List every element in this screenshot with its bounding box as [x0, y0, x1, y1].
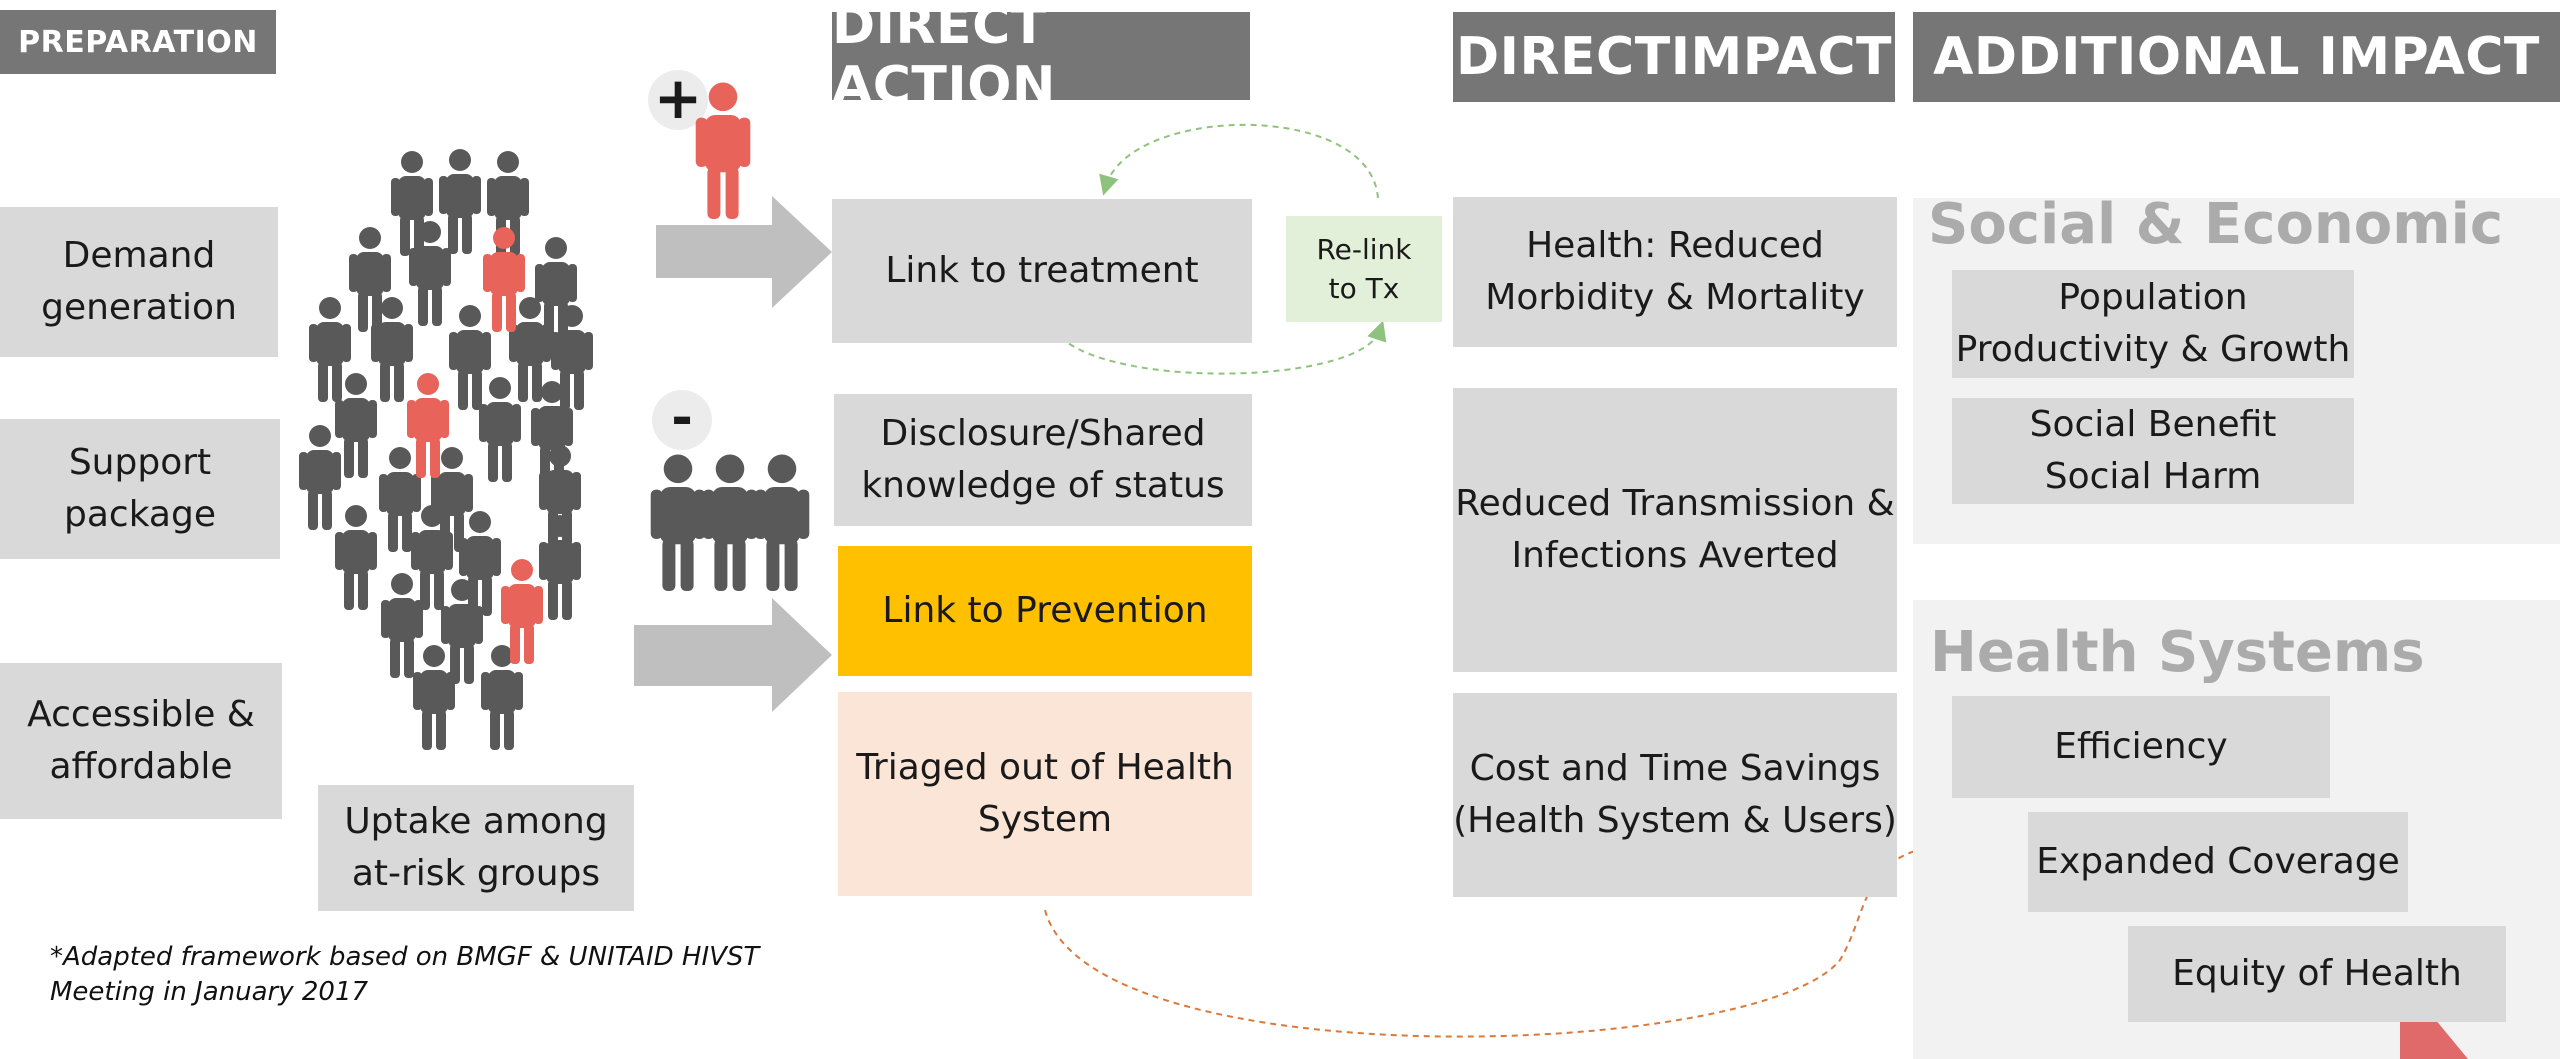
- population-productivity-box: Population Productivity & Growth: [1952, 270, 2354, 378]
- health-systems-title: Health Systems: [1930, 620, 2425, 685]
- health-impact-box: Health: Reduced Morbidity & Mortality: [1453, 197, 1897, 347]
- demand-generation-box: Demand generation: [0, 207, 278, 357]
- relink-loop-top: [1099, 123, 1379, 199]
- social-economic-title: Social & Economic: [1928, 192, 2504, 257]
- minus-badge: [652, 390, 712, 450]
- minus-sign: -: [671, 388, 693, 448]
- uptake-box: Uptake among at-risk groups: [318, 785, 634, 911]
- link-to-prevention-box: Link to Prevention: [838, 546, 1252, 676]
- arrow-to-treatment-icon: [656, 196, 832, 308]
- header-preparation: PREPARATION: [0, 10, 276, 74]
- disclosure-box: Disclosure/Shared knowledge of status: [834, 394, 1252, 526]
- expanded-coverage-box: Expanded Coverage: [2028, 812, 2408, 912]
- equity-of-health-box: Equity of Health: [2128, 926, 2506, 1022]
- people-group-icon: [650, 454, 810, 591]
- social-benefit-box: Social Benefit Social Harm: [1952, 398, 2354, 504]
- header-additional-impact: ADDITIONAL IMPACT: [1913, 12, 2560, 102]
- crowd-icon: [299, 149, 593, 750]
- triaged-box: Triaged out of Health System: [838, 692, 1252, 896]
- link-to-treatment-box: Link to treatment: [832, 199, 1252, 343]
- plus-sign: +: [653, 64, 703, 132]
- header-direct-impact: DIRECTIMPACT: [1453, 12, 1895, 102]
- relink-loop-bottom: [1049, 317, 1387, 375]
- arrow-to-prevention-icon: [634, 598, 832, 712]
- relink-box: Re-link to Tx: [1286, 216, 1442, 322]
- accessible-affordable-box: Accessible & affordable: [0, 663, 282, 819]
- footnote: *Adapted framework based on BMGF & UNITA…: [50, 942, 760, 1008]
- efficiency-box: Efficiency: [1952, 696, 2330, 798]
- cost-savings-box: Cost and Time Savings (Health System & U…: [1453, 693, 1897, 897]
- transmission-impact-box: Reduced Transmission & Infections Averte…: [1453, 388, 1897, 672]
- plus-badge: [648, 70, 708, 130]
- support-package-box: Support package: [0, 419, 280, 559]
